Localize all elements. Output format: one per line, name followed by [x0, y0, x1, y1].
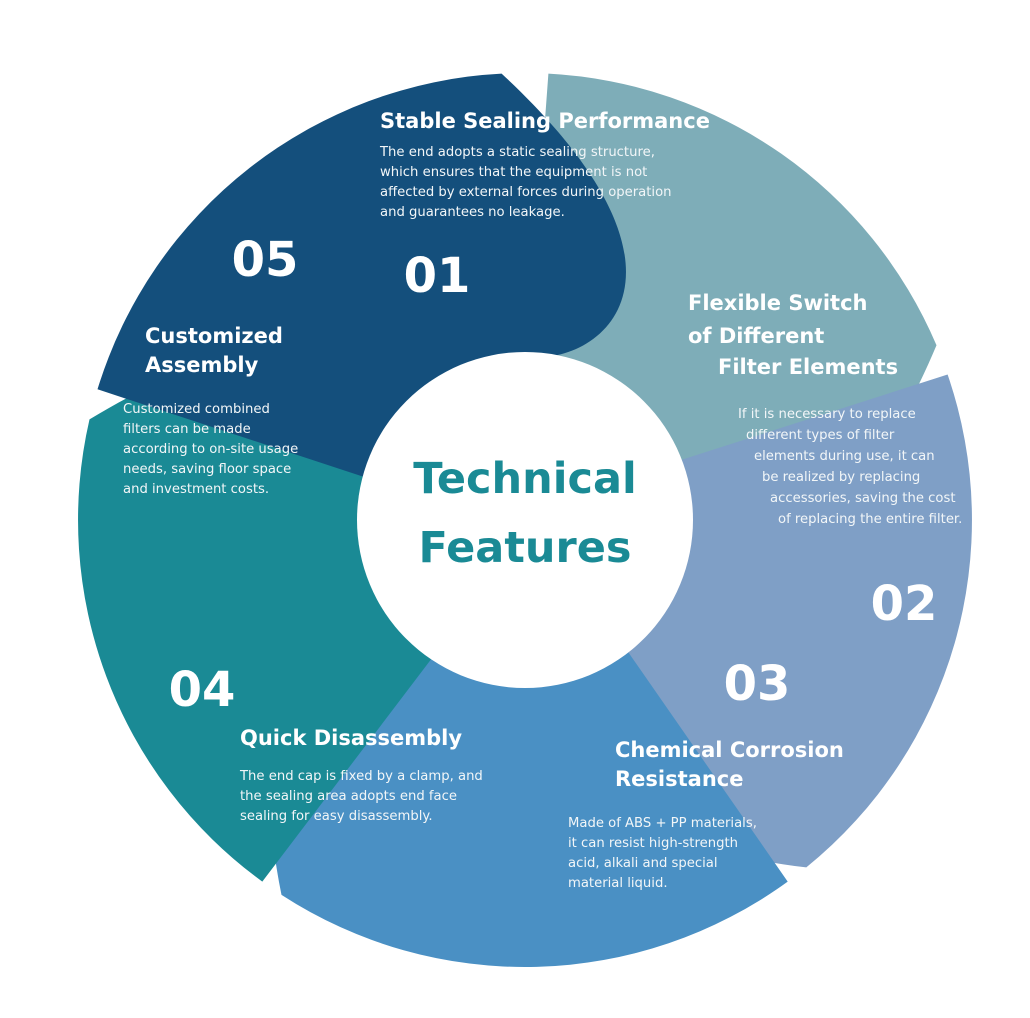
segment-title-line: Stable Sealing Performance	[380, 109, 710, 133]
segment-number: 05	[232, 232, 299, 288]
segment-title-line: Quick Disassembly	[240, 726, 462, 750]
segment-03-wedge	[268, 626, 788, 967]
segment-description-line: acid, alkali and special	[568, 856, 718, 871]
segment-description-line: and guarantees no leakage.	[380, 205, 565, 220]
segment-description-line: The end cap is fixed by a clamp, and	[239, 769, 483, 784]
segment-description-line: Customized combined	[123, 402, 270, 417]
segment-description-line: which ensures that the equipment is not	[380, 165, 647, 180]
segment-description-line: Made of ABS + PP materials,	[568, 816, 757, 831]
segment-number: 02	[871, 576, 938, 632]
segment-number: 04	[169, 662, 236, 718]
segment-title-line: Chemical Corrosion	[615, 738, 844, 762]
segment-description-line: needs, saving floor space	[123, 462, 291, 477]
segment-title-line: of Different	[688, 324, 824, 348]
segment-05-wedge	[97, 73, 626, 477]
segment-number: 01	[404, 248, 471, 304]
segment-title-line: Assembly	[145, 353, 259, 377]
segment-description-line: If it is necessary to replace	[738, 407, 916, 422]
segment-description-line: material liquid.	[568, 876, 668, 891]
segment-description-line: affected by external forces during opera…	[380, 185, 672, 200]
center-disc	[357, 352, 693, 688]
segment-description-line: The end adopts a static sealing structur…	[379, 145, 655, 160]
center-label: Technical Features	[413, 454, 636, 573]
segment-number: 03	[724, 656, 791, 712]
segment-description-line: sealing for easy disassembly.	[240, 809, 433, 824]
center-title-line-1: Technical	[413, 454, 636, 504]
segment-description-line: the sealing area adopts end face	[240, 789, 457, 804]
segment-04-wedge	[78, 350, 432, 882]
segment-description-line: according to on-site usage	[123, 442, 298, 457]
segment-description-line: be realized by replacing	[762, 470, 920, 485]
segment-description-line: different types of filter	[746, 428, 895, 443]
segment-description-line: filters can be made	[123, 422, 251, 437]
segment-description-line: elements during use, it can	[754, 449, 935, 464]
center-title-line-2: Features	[419, 523, 632, 573]
segment-title-line: Customized	[145, 324, 283, 348]
segment-description-line: it can resist high-strength	[568, 836, 738, 851]
segment-title-line: Resistance	[615, 767, 743, 791]
segment-description-line: of replacing the entire filter.	[778, 512, 962, 527]
segment-title-line: Filter Elements	[718, 355, 898, 379]
segment-title-line: Flexible Switch	[688, 291, 867, 315]
segment-description-line: and investment costs.	[123, 482, 269, 497]
segment-description-line: accessories, saving the cost	[770, 491, 956, 506]
